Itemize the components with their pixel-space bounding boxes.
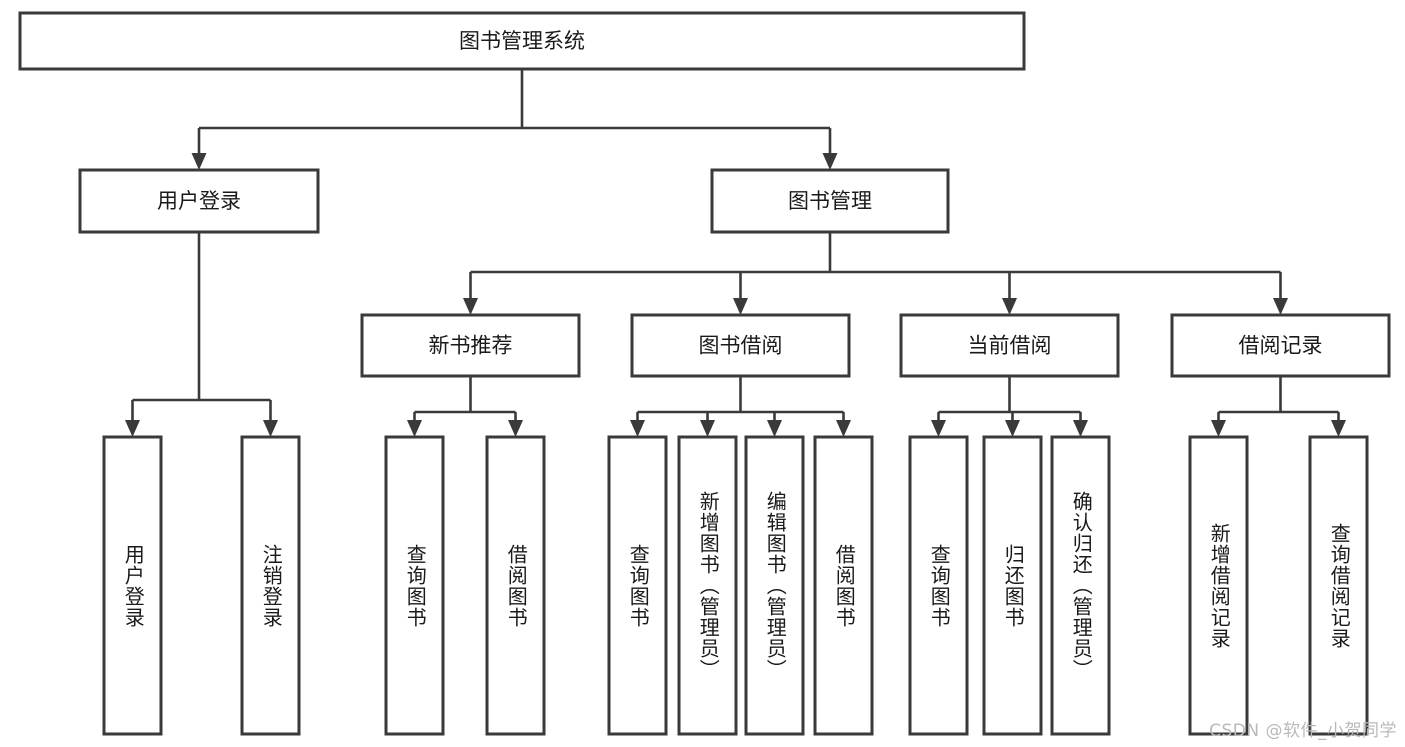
arrow-head-icon xyxy=(733,298,748,315)
node-leaf-4-查询图书-rect[interactable] xyxy=(607,435,668,736)
node-leaf-1-注销登录-rect[interactable] xyxy=(240,435,301,736)
node-leaf-9-归还图书[interactable] xyxy=(982,435,1043,736)
node-leaf-5-新增图书管理员[interactable] xyxy=(677,435,738,736)
node-leaf-3-借阅图书-rect[interactable] xyxy=(485,435,546,736)
node-leaf-11-新增借阅记录-rect[interactable] xyxy=(1188,435,1249,736)
arrow-head-icon xyxy=(1273,298,1288,315)
node-leaf-8-查询图书-rect[interactable] xyxy=(908,435,969,736)
arrow-head-icon xyxy=(836,420,851,437)
node-leaf-2-查询图书-rect[interactable] xyxy=(384,435,445,736)
arrow-head-icon xyxy=(407,420,422,437)
node-图书管理系统-root-label: 图书管理系统 xyxy=(459,29,585,53)
arrow-head-icon xyxy=(931,420,946,437)
node-图书管理-l2-label: 图书管理 xyxy=(788,189,872,213)
node-图书管理-l2-rect[interactable] xyxy=(710,168,950,234)
node-leaf-12-查询借阅记录-rect[interactable] xyxy=(1308,435,1369,736)
node-leaf-6-编辑图书管理员[interactable] xyxy=(744,435,805,736)
arrow-head-icon xyxy=(630,420,645,437)
node-leaf-6-编辑图书管理员-rect[interactable] xyxy=(744,435,805,736)
arrow-head-icon xyxy=(822,153,838,170)
node-leaf-4-查询图书[interactable] xyxy=(607,435,668,736)
node-借阅记录-l3[interactable]: 借阅记录 xyxy=(1170,313,1391,378)
arrow-head-icon xyxy=(1331,420,1346,437)
arrow-head-icon xyxy=(1073,420,1088,437)
node-新书推荐-l3-label: 新书推荐 xyxy=(429,334,513,358)
node-leaf-2-查询图书[interactable] xyxy=(384,435,445,736)
arrow-head-icon xyxy=(508,420,523,437)
node-leaf-0-用户登录-rect[interactable] xyxy=(102,435,163,736)
connectors-layer xyxy=(125,69,1346,437)
node-用户登录-l2-label: 用户登录 xyxy=(157,189,241,213)
node-leaf-5-新增图书管理员-rect[interactable] xyxy=(677,435,738,736)
node-图书借阅-l3[interactable]: 图书借阅 xyxy=(630,313,851,378)
node-leaf-12-查询借阅记录[interactable] xyxy=(1308,435,1369,736)
arrow-head-icon xyxy=(700,420,715,437)
node-图书管理系统-root-rect[interactable] xyxy=(18,11,1026,71)
node-leaf-3-借阅图书[interactable] xyxy=(485,435,546,736)
arrow-head-icon xyxy=(1002,298,1017,315)
csdn-watermark: CSDN @软件_小贺同学 xyxy=(1209,721,1397,741)
node-当前借阅-l3[interactable]: 当前借阅 xyxy=(899,313,1120,378)
node-借阅记录-l3-rect[interactable] xyxy=(1170,313,1391,378)
node-借阅记录-l3-label: 借阅记录 xyxy=(1239,334,1323,358)
arrow-head-icon xyxy=(1211,420,1226,437)
node-图书管理-l2[interactable]: 图书管理 xyxy=(710,168,950,234)
node-leaf-1-注销登录[interactable] xyxy=(240,435,301,736)
node-leaf-7-借阅图书[interactable] xyxy=(813,435,874,736)
node-leaf-10-确认归还管理员-rect[interactable] xyxy=(1050,435,1111,736)
node-用户登录-l2-rect[interactable] xyxy=(78,168,320,234)
arrow-head-icon xyxy=(263,420,278,437)
arrow-head-icon xyxy=(1005,420,1020,437)
node-图书管理系统-root[interactable]: 图书管理系统 xyxy=(18,11,1026,71)
arrow-head-icon xyxy=(125,420,140,437)
node-新书推荐-l3[interactable]: 新书推荐 xyxy=(360,313,581,378)
node-用户登录-l2[interactable]: 用户登录 xyxy=(78,168,320,234)
node-leaf-8-查询图书[interactable] xyxy=(908,435,969,736)
arrow-head-icon xyxy=(767,420,782,437)
node-leaf-11-新增借阅记录[interactable] xyxy=(1188,435,1249,736)
node-当前借阅-l3-label: 当前借阅 xyxy=(968,334,1052,358)
node-当前借阅-l3-rect[interactable] xyxy=(899,313,1120,378)
node-leaf-0-用户登录[interactable] xyxy=(102,435,163,736)
node-leaf-7-借阅图书-rect[interactable] xyxy=(813,435,874,736)
node-图书借阅-l3-rect[interactable] xyxy=(630,313,851,378)
node-新书推荐-l3-rect[interactable] xyxy=(360,313,581,378)
node-leaf-10-确认归还管理员[interactable] xyxy=(1050,435,1111,736)
arrow-head-icon xyxy=(191,153,207,170)
arrow-head-icon xyxy=(463,298,478,315)
node-leaf-9-归还图书-rect[interactable] xyxy=(982,435,1043,736)
node-图书借阅-l3-label: 图书借阅 xyxy=(699,334,783,358)
